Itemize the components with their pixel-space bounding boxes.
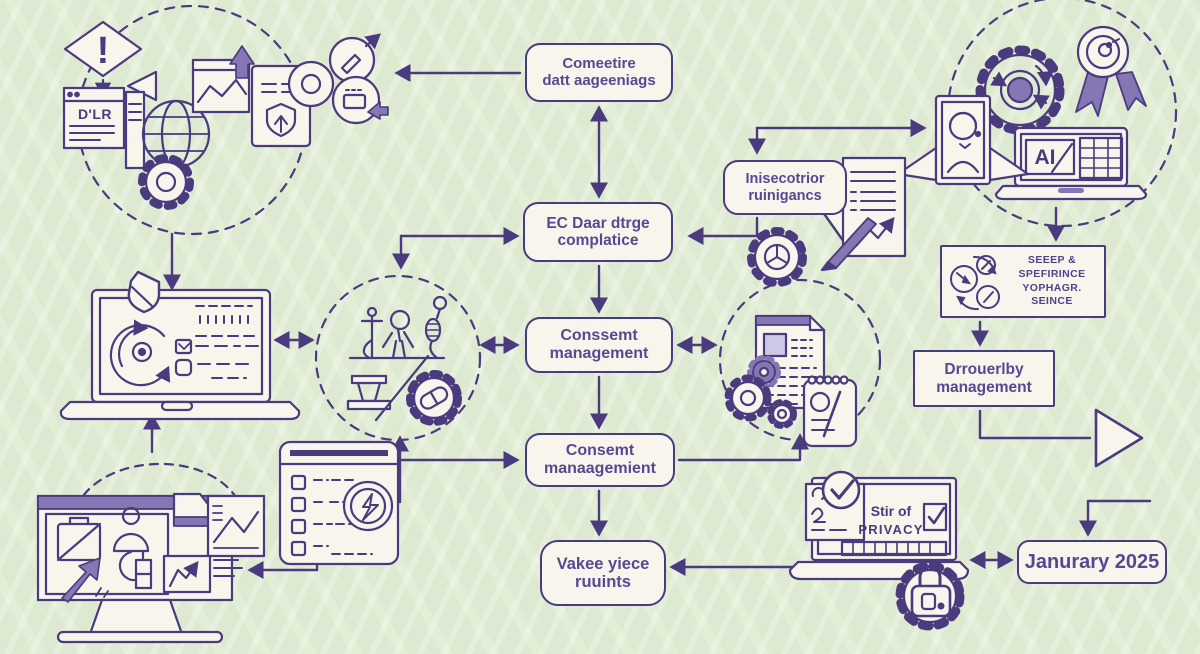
flow-box-date: Janurary 2025: [1017, 540, 1167, 584]
code-laptop-illustration: [59, 270, 301, 421]
privacy-sign-line2: PRIVACY: [858, 522, 923, 537]
box-line: Drrouerlby: [944, 361, 1024, 379]
box-line: ruuints: [575, 573, 631, 591]
flow-box-discovery: Drrouerlby management: [913, 350, 1055, 407]
flow-box-consent-upper: Conssemt management: [525, 317, 673, 373]
box-line: Consemt: [565, 442, 635, 460]
flow-bubble-inspector: Inisecotrior ruinigancs: [723, 160, 847, 215]
share-icons-illustration: [287, 33, 389, 125]
box-line: manaagemient: [543, 460, 657, 477]
checklist-illustration: [278, 440, 400, 566]
cycle-box-text: SEEEP & SPEFIRINCE YOPHAGR. SEINCE: [1006, 254, 1098, 309]
cycle-circles-icon: [950, 254, 1000, 310]
flow-box-data-agreements: Comeetire datt aageeniags: [525, 43, 673, 102]
box-line: complatice: [557, 232, 639, 249]
ai-label: AI: [1035, 146, 1056, 169]
box-line: EC Daar dtrge: [546, 214, 650, 232]
flow-arrows: [143, 64, 1152, 579]
flow-box-values: Vakee yiece ruuints: [540, 540, 666, 606]
privacy-laptop-illustration: [788, 470, 970, 631]
flow-box-cycle: SEEEP & SPEFIRINCE YOPHAGR. SEINCE: [940, 245, 1106, 318]
flow-triangle-icon: [1094, 408, 1144, 468]
flow-box-compliance: EC Daar dtrge complatice: [523, 202, 673, 262]
box-line: SEEEP &: [1027, 254, 1077, 267]
flow-box-consent-lower: Consemt manaagemient: [525, 433, 675, 487]
automation-circle-illustration: [314, 274, 482, 442]
box-line: SPEFIRINCE: [1018, 267, 1086, 280]
warning-mark-label: !: [97, 30, 110, 72]
box-line: Comeetire: [562, 54, 636, 72]
box-line: Janurary 2025: [1024, 550, 1160, 573]
box-line: Inisecotrior: [745, 171, 825, 188]
inspection-report-illustration: [747, 156, 907, 287]
records-circle-illustration: [718, 278, 882, 448]
box-line: Conssemt: [560, 327, 638, 345]
gdpr-label: D'LR: [78, 106, 112, 122]
box-line: management: [549, 345, 649, 362]
box-line: SEINCE: [1031, 295, 1073, 308]
box-line: YOPHAGR.: [1022, 281, 1082, 294]
privacy-sign-line1: Stir of: [871, 503, 912, 519]
box-line: Vakee yiece: [556, 554, 650, 573]
certification-cluster-illustration: [896, 0, 1178, 228]
box-line: management: [936, 378, 1032, 396]
box-line: ruinigancs: [748, 187, 822, 204]
media-monitor-illustration: [36, 462, 266, 644]
box-line: datt aageeniags: [542, 71, 656, 89]
